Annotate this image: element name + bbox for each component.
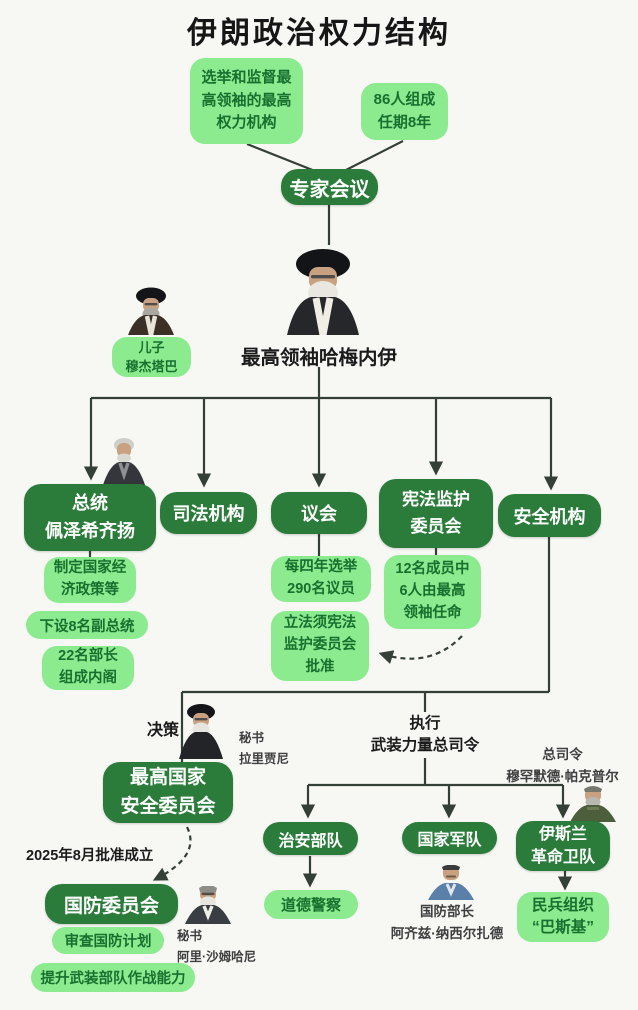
experts-membership-note: 86人组成 任期8年 xyxy=(361,83,448,140)
president-note-economy: 制定国家经 济政策等 xyxy=(44,557,136,603)
defense-note-combat: 提升武装部队作战能力 xyxy=(31,963,195,992)
note-line: 秘书 xyxy=(239,731,265,745)
defense-council-established-note: 2025年8月批准成立 xyxy=(26,848,154,864)
note-line: 制定国家经 xyxy=(53,560,127,577)
box-label: 专家会议 xyxy=(289,178,370,201)
note-line: 济政策等 xyxy=(61,582,119,598)
defense-minister-note: 国防部长 阿齐兹·纳西尔扎德 xyxy=(377,901,517,946)
note-line: 选举和监督最 xyxy=(201,69,292,87)
note-line: 权力机构 xyxy=(216,114,277,132)
note-line: 民兵组织 xyxy=(531,896,594,914)
assembly-of-experts-box: 专家会议 xyxy=(281,169,378,205)
note-line: 12名成员中 xyxy=(395,561,470,578)
mojtaba-photo xyxy=(128,287,174,335)
note-line: 提升武装部队作战能力 xyxy=(40,971,186,987)
nasirzadeh-photo xyxy=(428,865,474,900)
box-label: 安全机构 xyxy=(513,506,586,527)
note-line: 国防部长 xyxy=(420,904,474,919)
defense-council-box: 国防委员会 xyxy=(45,884,178,924)
execution-label: 执行 武装力量总司令 xyxy=(367,713,483,758)
note-line: 拉里贾尼 xyxy=(239,751,290,766)
note-line: 阿里·沙姆哈尼 xyxy=(177,949,257,964)
president-note-cabinet: 22名部长 组成内阁 xyxy=(42,646,134,690)
note-line: 22名部长 xyxy=(58,648,118,665)
note-line: 阿齐兹·纳西尔扎德 xyxy=(390,926,504,942)
note-line: 批准 xyxy=(305,658,335,675)
president-box: 总统 佩泽希齐扬 xyxy=(24,484,156,551)
box-label: 革命卫队 xyxy=(530,849,595,866)
irgc-box: 伊斯兰 革命卫队 xyxy=(516,821,610,871)
guardian-note-members: 12名成员中 6人由最高 领袖任命 xyxy=(384,555,481,629)
snsc-secretary-note: 秘书 拉里贾尼 xyxy=(239,728,289,769)
law-enforcement-box: 治安部队 xyxy=(263,822,358,855)
khamenei-photo xyxy=(287,249,359,335)
parliament-note-elections: 每四年选举 290名议员 xyxy=(271,556,371,602)
note-line: 6人由最高 xyxy=(399,583,466,600)
note-line: 执行 xyxy=(409,715,441,732)
note-line: 组成内阁 xyxy=(59,670,117,686)
box-label: 最高国家 xyxy=(129,767,206,788)
note-line: 290名议员 xyxy=(287,581,355,597)
note-line: 道德警察 xyxy=(280,897,341,914)
note-line: 穆杰塔巴 xyxy=(125,359,178,374)
decision-label: 决策 xyxy=(147,722,180,739)
security-apparatus-box: 安全机构 xyxy=(498,494,601,537)
pakpour-photo xyxy=(570,786,616,822)
supreme-leader-label: 最高领袖哈梅内伊 xyxy=(240,347,397,369)
note-line: 每四年选举 xyxy=(284,559,358,576)
box-label: 治安部队 xyxy=(278,832,343,850)
box-label: 安全委员会 xyxy=(120,795,216,817)
note-line: 总司令 xyxy=(542,747,583,762)
note-line: 任期8年 xyxy=(377,113,432,131)
box-label: 总统 xyxy=(72,492,108,513)
note-line: 下设8名副总统 xyxy=(39,618,135,635)
defense-note-review: 审查国防计划 xyxy=(52,927,164,954)
box-label: 宪法监护 xyxy=(402,490,470,510)
defense-secretary-note: 秘书 阿里·沙姆哈尼 xyxy=(177,926,256,967)
box-label: 议会 xyxy=(301,504,337,524)
basij-box: 民兵组织 “巴斯基” xyxy=(517,892,609,942)
page-title: 伊朗政治权力结构 xyxy=(187,17,451,50)
note-line: “巴斯基” xyxy=(531,919,594,936)
shamkhani-photo xyxy=(185,886,231,924)
box-label: 佩泽希齐扬 xyxy=(45,520,135,541)
pezeshkian-photo xyxy=(102,438,146,488)
son-note: 儿子 穆杰塔巴 xyxy=(112,337,191,377)
note-line: 秘书 xyxy=(177,929,203,943)
president-note-vicepresidents: 下设8名副总统 xyxy=(26,611,148,639)
note-line: 领袖任命 xyxy=(403,604,462,621)
box-label: 国防委员会 xyxy=(63,895,159,917)
national-army-box: 国家军队 xyxy=(402,822,497,854)
parliament-note-approval: 立法须宪法 监护委员会 批准 xyxy=(271,611,369,681)
note-line: 立法须宪法 xyxy=(283,615,357,632)
snsc-box: 最高国家 安全委员会 xyxy=(103,762,233,823)
box-label: 司法机构 xyxy=(172,504,245,524)
note-line: 儿子 xyxy=(138,339,165,355)
note-line: 审查国防计划 xyxy=(64,934,152,950)
note-line: 监护委员会 xyxy=(283,637,357,654)
note-line: 武装力量总司令 xyxy=(370,737,480,755)
irgc-commander-note: 总司令 穆罕默德·帕克普尔 xyxy=(490,744,635,789)
note-line: 穆罕默德·帕克普尔 xyxy=(506,769,619,785)
note-line: 高领袖的最高 xyxy=(201,91,292,109)
box-label: 国家军队 xyxy=(417,832,482,849)
note-line: 86人组成 xyxy=(373,91,436,108)
judiciary-box: 司法机构 xyxy=(160,492,257,534)
experts-role-note: 选举和监督最 高领袖的最高 权力机构 xyxy=(190,58,303,144)
morality-police-box: 道德警察 xyxy=(264,890,358,919)
box-label: 伊斯兰 xyxy=(538,825,587,843)
larijani-photo xyxy=(179,704,223,759)
box-label: 委员会 xyxy=(410,516,462,536)
guardian-council-box: 宪法监护 委员会 xyxy=(379,479,493,548)
parliament-box: 议会 xyxy=(271,492,367,534)
